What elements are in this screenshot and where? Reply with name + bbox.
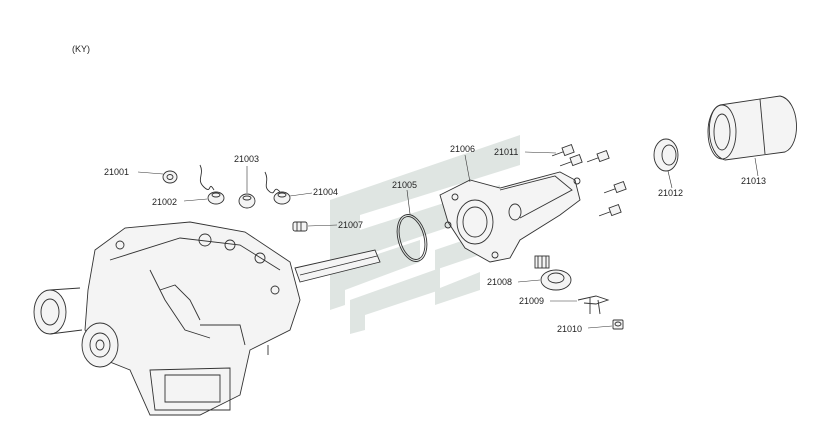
part-21003-plug (238, 166, 256, 209)
label-21012: 21012 (658, 188, 683, 198)
label-21011: 21011 (494, 147, 518, 157)
label-21003: 21003 (234, 154, 259, 164)
label-21002: 21002 (152, 197, 177, 207)
transfer-case-assembly (33, 221, 381, 416)
part-21008-gear (517, 255, 572, 291)
part-21005-o-ring (396, 189, 428, 262)
label-21013: 21013 (741, 176, 766, 186)
label-21005: 21005 (392, 180, 417, 190)
label-21004: 21004 (313, 187, 338, 197)
label-21010: 21010 (557, 324, 582, 334)
label-21008: 21008 (487, 277, 512, 287)
part-21011-bolts (524, 144, 627, 217)
part-21001-plug (137, 170, 178, 184)
part-21010-bolt (587, 319, 624, 330)
label-21006: 21006 (450, 144, 475, 154)
part-21013-dust-cover (707, 95, 797, 177)
part-21006-rear-housing (439, 154, 581, 263)
label-21009: 21009 (519, 296, 544, 306)
part-21002-plug (183, 164, 225, 205)
label-21007: 21007 (338, 220, 363, 230)
part-21012-seal (653, 138, 679, 189)
part-21007-breather (292, 221, 338, 232)
part-21004-plug (264, 171, 313, 205)
variant-code: (KY) (72, 44, 90, 54)
part-21009-clip (550, 295, 610, 315)
label-21001: 21001 (104, 167, 129, 177)
